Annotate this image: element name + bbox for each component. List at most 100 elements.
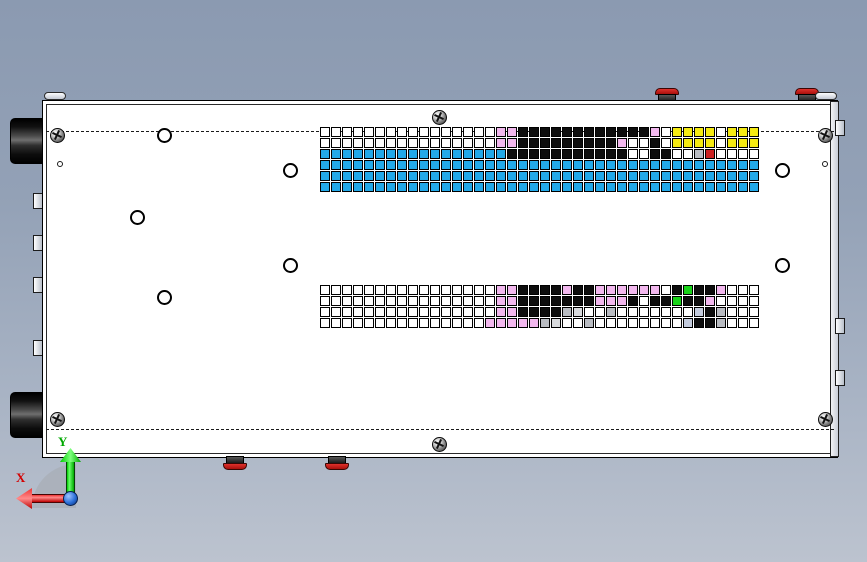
component-cell[interactable] <box>474 182 484 192</box>
component-cell[interactable] <box>441 138 451 148</box>
component-cell[interactable] <box>606 307 616 317</box>
component-cell[interactable] <box>320 318 330 328</box>
component-cell[interactable] <box>529 296 539 306</box>
component-cell[interactable] <box>749 318 759 328</box>
component-cell[interactable] <box>738 171 748 181</box>
component-cell[interactable] <box>573 160 583 170</box>
component-cell[interactable] <box>441 171 451 181</box>
component-cell[interactable] <box>331 171 341 181</box>
component-cell[interactable] <box>650 296 660 306</box>
component-cell[interactable] <box>496 318 506 328</box>
component-cell[interactable] <box>320 127 330 137</box>
component-cell[interactable] <box>727 138 737 148</box>
component-cell[interactable] <box>661 160 671 170</box>
component-cell[interactable] <box>749 285 759 295</box>
component-cell[interactable] <box>408 285 418 295</box>
component-cell[interactable] <box>364 182 374 192</box>
component-cell[interactable] <box>496 285 506 295</box>
component-cell[interactable] <box>694 149 704 159</box>
component-cell[interactable] <box>419 307 429 317</box>
component-cell[interactable] <box>353 127 363 137</box>
component-cell[interactable] <box>342 296 352 306</box>
component-cell[interactable] <box>683 149 693 159</box>
component-cell[interactable] <box>595 149 605 159</box>
component-cell[interactable] <box>573 127 583 137</box>
component-cell[interactable] <box>485 296 495 306</box>
component-cell[interactable] <box>749 160 759 170</box>
component-cell[interactable] <box>584 285 594 295</box>
component-cell[interactable] <box>606 138 616 148</box>
component-cell[interactable] <box>430 296 440 306</box>
component-cell[interactable] <box>375 127 385 137</box>
component-cell[interactable] <box>562 182 572 192</box>
component-cell[interactable] <box>408 138 418 148</box>
component-cell[interactable] <box>496 160 506 170</box>
component-cell[interactable] <box>419 285 429 295</box>
component-cell[interactable] <box>661 149 671 159</box>
component-cell[interactable] <box>595 318 605 328</box>
component-cell[interactable] <box>397 285 407 295</box>
component-cell[interactable] <box>375 318 385 328</box>
component-cell[interactable] <box>617 171 627 181</box>
component-cell[interactable] <box>562 138 572 148</box>
component-cell[interactable] <box>463 171 473 181</box>
component-cell[interactable] <box>375 171 385 181</box>
component-cell[interactable] <box>507 171 517 181</box>
component-cell[interactable] <box>749 149 759 159</box>
component-cell[interactable] <box>672 127 682 137</box>
component-cell[interactable] <box>364 296 374 306</box>
component-cell[interactable] <box>342 149 352 159</box>
component-cell[interactable] <box>628 138 638 148</box>
component-cell[interactable] <box>353 307 363 317</box>
component-cell[interactable] <box>485 182 495 192</box>
component-cell[interactable] <box>540 318 550 328</box>
component-cell[interactable] <box>474 285 484 295</box>
component-cell[interactable] <box>694 171 704 181</box>
component-cell[interactable] <box>584 296 594 306</box>
component-cell[interactable] <box>716 318 726 328</box>
component-cell[interactable] <box>518 182 528 192</box>
component-cell[interactable] <box>595 285 605 295</box>
component-cell[interactable] <box>386 149 396 159</box>
component-cell[interactable] <box>672 285 682 295</box>
component-cell[interactable] <box>331 149 341 159</box>
component-cell[interactable] <box>617 127 627 137</box>
component-cell[interactable] <box>353 171 363 181</box>
component-cell[interactable] <box>551 138 561 148</box>
component-cell[interactable] <box>573 182 583 192</box>
component-cell[interactable] <box>397 307 407 317</box>
component-cell[interactable] <box>562 127 572 137</box>
component-cell[interactable] <box>551 285 561 295</box>
component-cell[interactable] <box>529 318 539 328</box>
component-cell[interactable] <box>452 138 462 148</box>
component-cell[interactable] <box>331 160 341 170</box>
component-cell[interactable] <box>617 160 627 170</box>
component-cell[interactable] <box>661 171 671 181</box>
component-cell[interactable] <box>683 138 693 148</box>
component-cell[interactable] <box>452 182 462 192</box>
component-cell[interactable] <box>705 138 715 148</box>
component-cell[interactable] <box>518 285 528 295</box>
component-cell[interactable] <box>430 160 440 170</box>
component-cell[interactable] <box>573 307 583 317</box>
component-cell[interactable] <box>364 307 374 317</box>
component-cell[interactable] <box>716 182 726 192</box>
component-cell[interactable] <box>694 318 704 328</box>
component-cell[interactable] <box>628 160 638 170</box>
component-cell[interactable] <box>474 160 484 170</box>
component-cell[interactable] <box>320 296 330 306</box>
component-cell[interactable] <box>441 318 451 328</box>
component-cell[interactable] <box>386 127 396 137</box>
component-cell[interactable] <box>364 127 374 137</box>
component-cell[interactable] <box>452 160 462 170</box>
component-cell[interactable] <box>727 127 737 137</box>
component-cell[interactable] <box>749 171 759 181</box>
component-cell[interactable] <box>694 296 704 306</box>
component-cell[interactable] <box>452 318 462 328</box>
component-cell[interactable] <box>595 296 605 306</box>
component-cell[interactable] <box>749 127 759 137</box>
component-cell[interactable] <box>441 160 451 170</box>
component-cell[interactable] <box>661 318 671 328</box>
component-cell[interactable] <box>650 127 660 137</box>
component-cell[interactable] <box>375 182 385 192</box>
